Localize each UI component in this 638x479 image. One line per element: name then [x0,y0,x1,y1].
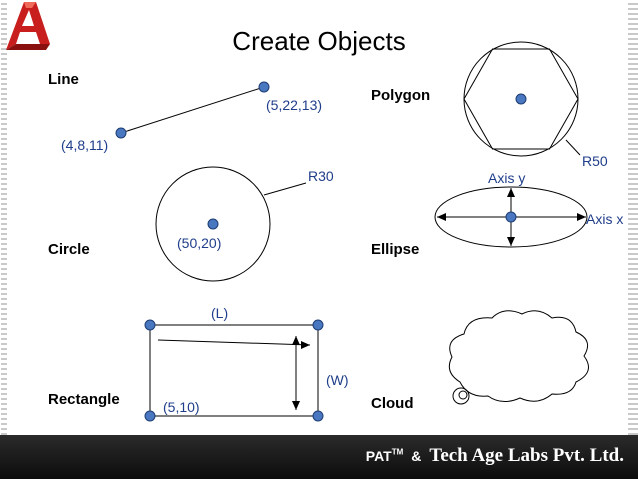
footer-pat: PAT [365,448,392,464]
cloud-cursor-outer [452,387,470,405]
rect-grip-bottom-right[interactable] [312,410,324,422]
label-circle: Circle [48,241,90,258]
annotation-line-end: (5,22,13) [266,97,323,113]
polygon-center-grip[interactable] [515,93,527,105]
ellipse-axis-y-arrow-top [507,188,515,197]
annotation-ellipse-axis-y: Axis y [488,170,526,186]
hexagon-object [463,48,579,150]
label-rectangle: Rectangle [48,391,120,408]
rect-grip-bottom-left[interactable] [144,410,156,422]
annotation-rect-width: (W) [326,372,349,388]
left-dashed-border [1,0,7,435]
circle-object [155,166,271,282]
annotation-rect-length: (L) [211,305,229,321]
annotation-polygon-radius: R50 [582,153,608,169]
ellipse-axis-x-arrow-left [437,213,446,221]
footer-ampersand: & [411,448,422,464]
page-title: Create Objects [232,26,406,56]
annotation-circle-radius: R30 [308,168,334,184]
footer-bar: PATTM&Tech Age Labs Pvt. Ltd. [0,435,638,479]
line-object [120,86,265,134]
annotation-rect-corner: (5,10) [163,399,200,415]
ellipse-axis-x-arrow-right [577,213,586,221]
label-line: Line [48,71,79,88]
ellipse-axis-y-arrow-bottom [507,237,515,246]
rect-grip-top-left[interactable] [144,319,156,331]
rect-grip-top-right[interactable] [312,319,324,331]
rect-length-dimension [157,339,311,346]
label-ellipse: Ellipse [371,241,420,258]
annotation-circle-center: (50,20) [177,235,222,251]
ellipse-object [434,186,588,248]
line-start-grip[interactable] [115,127,127,139]
annotation-line-start: (4,8,11) [61,137,109,153]
cloud-object [448,310,589,402]
rect-width-arrow-top [292,336,300,345]
rect-width-arrow-bottom [292,401,300,410]
drawing-canvas [115,41,589,422]
footer-trademark: TM [391,447,404,457]
label-cloud: Cloud [371,395,414,412]
label-polygon: Polygon [371,87,431,104]
line-end-grip[interactable] [258,81,270,93]
polygon-radius-leader [565,139,581,156]
circle-radius-leader [263,182,307,196]
circle-center-grip[interactable] [207,218,219,230]
cloud-cursor-inner [458,390,468,400]
ellipse-center-grip[interactable] [505,211,517,223]
rect-length-arrow [301,341,310,349]
autocad-logo-icon [6,2,50,50]
rectangle-object [149,324,319,417]
annotation-ellipse-axis-x: Axis x [586,211,624,227]
footer-branding: PATTM&Tech Age Labs Pvt. Ltd. [366,445,624,467]
footer-company-name: Tech Age Labs Pvt. Ltd. [429,445,624,466]
right-dashed-border [628,0,638,435]
